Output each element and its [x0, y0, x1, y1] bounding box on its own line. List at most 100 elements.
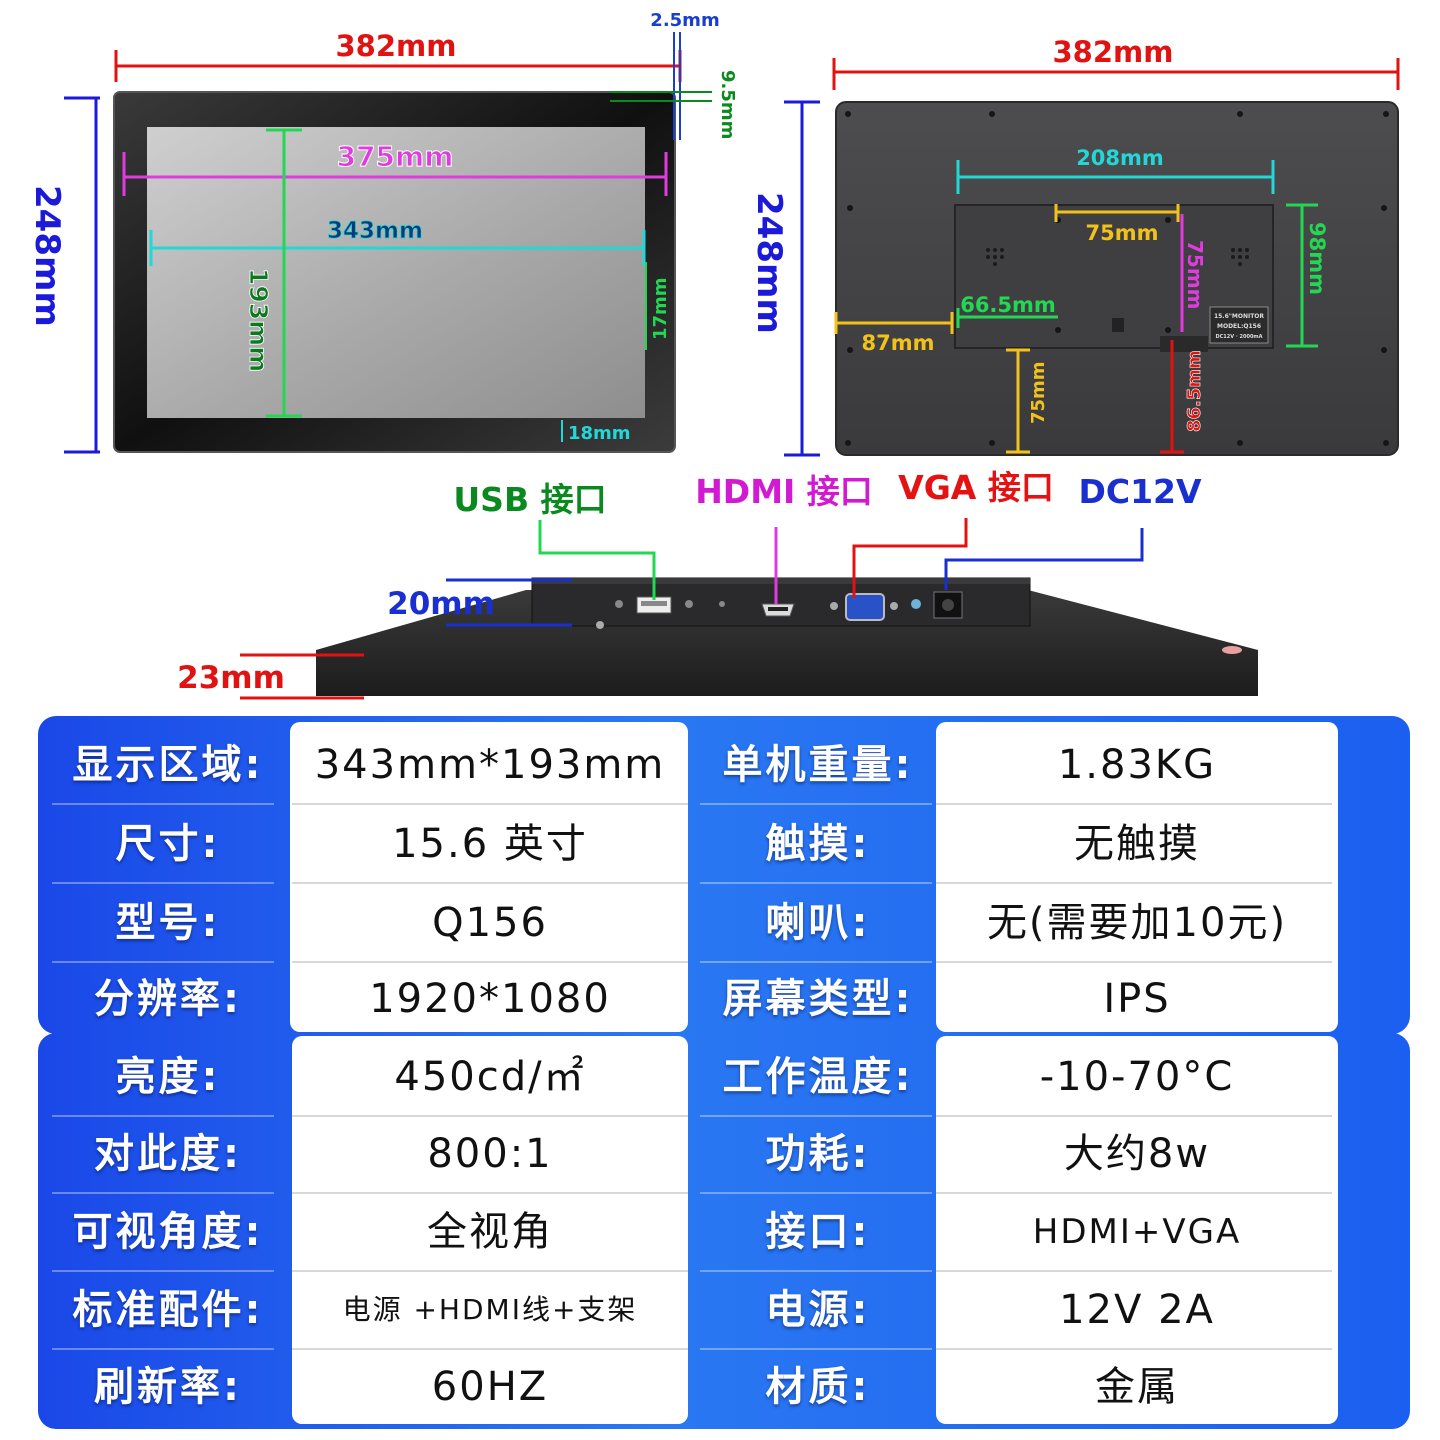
row-divider: [936, 1270, 1332, 1272]
row-divider: [700, 1348, 932, 1350]
spec-label: 屏幕类型:: [722, 976, 914, 1022]
row-divider: [292, 803, 688, 805]
back-view: 15.6"MONITOR MODEL:Q156 DC12V · 2000mA 3…: [749, 35, 1400, 457]
spec-value: 343mm*193mm: [314, 742, 666, 788]
usb-port-label: USB 接口: [453, 480, 606, 519]
row-divider: [52, 882, 274, 884]
audio-jack: [911, 599, 921, 609]
spec-table-1-value-col-right: [936, 722, 1338, 1032]
row-divider: [292, 882, 688, 884]
spec-label: 功耗:: [765, 1131, 871, 1177]
spec-label: 尺寸:: [115, 821, 221, 867]
row-divider: [936, 1348, 1332, 1350]
bottom-port-offset-label: 86.5mm: [1184, 350, 1205, 432]
spec-value: -10-70°C: [1039, 1054, 1235, 1100]
spec-value: HDMI+VGA: [1032, 1212, 1242, 1252]
bezel-side-width-label: 17mm: [650, 277, 671, 340]
front-width-label: 382mm: [336, 29, 457, 63]
bottom-offset-label: 75mm: [1028, 361, 1049, 424]
row-divider: [700, 1115, 932, 1117]
spec-value: 电源 +HDMI线+支架: [342, 1293, 638, 1326]
vesa-horizontal-label: 75mm: [1086, 221, 1159, 245]
row-divider: [292, 1348, 688, 1350]
model-sticker-line1: 15.6"MONITOR: [1214, 313, 1264, 320]
row-divider: [292, 1270, 688, 1272]
row-divider: [52, 961, 274, 963]
row-divider: [292, 961, 688, 963]
row-divider: [52, 1115, 274, 1117]
panel-depth-label: 23mm: [177, 660, 285, 696]
row-divider: [936, 882, 1332, 884]
box-height-label: 98mm: [1305, 222, 1329, 295]
row-divider: [52, 1192, 274, 1194]
spec-label: 刷新率:: [94, 1364, 242, 1410]
spec-label: 单机重量:: [722, 742, 914, 788]
spec-value: 全视角: [427, 1209, 553, 1255]
row-divider: [700, 1192, 932, 1194]
spec-value: 1920*1080: [369, 976, 611, 1022]
vesa-vertical-label: 75mm: [1183, 240, 1207, 310]
spec-label: 显示区域:: [72, 742, 264, 788]
box-width-label: 208mm: [1076, 146, 1164, 170]
offset-box-label: 66.5mm: [960, 293, 1056, 317]
hdmi-port: [761, 603, 795, 617]
spec-label: 触摸:: [765, 821, 871, 867]
dimension-diagram: 382mm 2.5mm 9.5mm 248mm 375mm 343mm 193m…: [27, 10, 1400, 700]
row-divider: [936, 1115, 1332, 1117]
spec-value: 1.83KG: [1057, 742, 1217, 788]
spec-value: 无(需要加10元): [986, 900, 1288, 946]
spec-label: 可视角度:: [72, 1209, 264, 1255]
spec-label: 喇叭:: [765, 900, 871, 946]
spec-label: 接口:: [765, 1209, 871, 1255]
spec-table-1-value-col-left: [290, 722, 688, 1032]
spec-value: IPS: [1103, 976, 1171, 1022]
vga-port-label: VGA 接口: [898, 468, 1054, 507]
spec-label: 标准配件:: [72, 1287, 264, 1333]
spec-value: 大约8w: [1063, 1131, 1211, 1177]
dc-port-label: DC12V: [1078, 472, 1202, 511]
front-view: 382mm 2.5mm 9.5mm 248mm 375mm 343mm 193m…: [27, 10, 738, 454]
spec-value: Q156: [432, 900, 548, 946]
spec-value: 60HZ: [431, 1364, 549, 1410]
spec-label: 亮度:: [115, 1054, 221, 1100]
hdmi-port-label: HDMI 接口: [695, 472, 873, 511]
row-divider: [700, 882, 932, 884]
spec-value: 无触摸: [1074, 821, 1200, 867]
bezel-bottom-label: 18mm: [568, 423, 631, 444]
row-divider: [936, 1192, 1332, 1194]
spec-value: 金属: [1095, 1364, 1179, 1410]
spec-value: 450cd/㎡: [394, 1054, 586, 1100]
offset-left-label: 87mm: [862, 331, 935, 355]
row-divider: [700, 1270, 932, 1272]
glass-width-label: 375mm: [337, 140, 454, 173]
front-bezel-side-label: 9.5mm: [717, 70, 738, 139]
active-height-label: 193mm: [244, 268, 273, 372]
box-depth-label: 20mm: [387, 586, 495, 622]
spec-label: 工作温度:: [722, 1054, 914, 1100]
row-divider: [292, 1192, 688, 1194]
model-sticker-line2: MODEL:Q156: [1217, 323, 1261, 330]
row-divider: [52, 803, 274, 805]
model-sticker-line3: DC12V · 2000mA: [1215, 334, 1262, 340]
side-view: USB 接口 HDMI 接口 VGA 接口 DC12V 20mm 23mm: [177, 468, 1258, 700]
spec-label: 型号:: [115, 900, 221, 946]
active-width-label: 343mm: [327, 218, 423, 244]
spec-value: 15.6 英寸: [392, 821, 588, 867]
row-divider: [292, 1115, 688, 1117]
spec-table-2-value-col-left: [292, 1036, 688, 1424]
spec-value: 12V 2A: [1059, 1287, 1215, 1333]
spec-table-2-value-col-right: [936, 1036, 1338, 1424]
model-sticker: [1209, 306, 1269, 344]
spec-label: 材质:: [765, 1364, 871, 1410]
back-height-label: 248mm: [749, 192, 789, 334]
row-divider: [700, 803, 932, 805]
row-divider: [936, 803, 1332, 805]
spec-label: 电源:: [765, 1287, 871, 1333]
front-height-label: 248mm: [27, 185, 67, 327]
spec-value: 800:1: [427, 1131, 553, 1177]
vga-port: [830, 593, 898, 621]
row-divider: [700, 961, 932, 963]
row-divider: [52, 1270, 274, 1272]
back-width-label: 382mm: [1053, 35, 1174, 69]
dc-port: [933, 591, 963, 619]
